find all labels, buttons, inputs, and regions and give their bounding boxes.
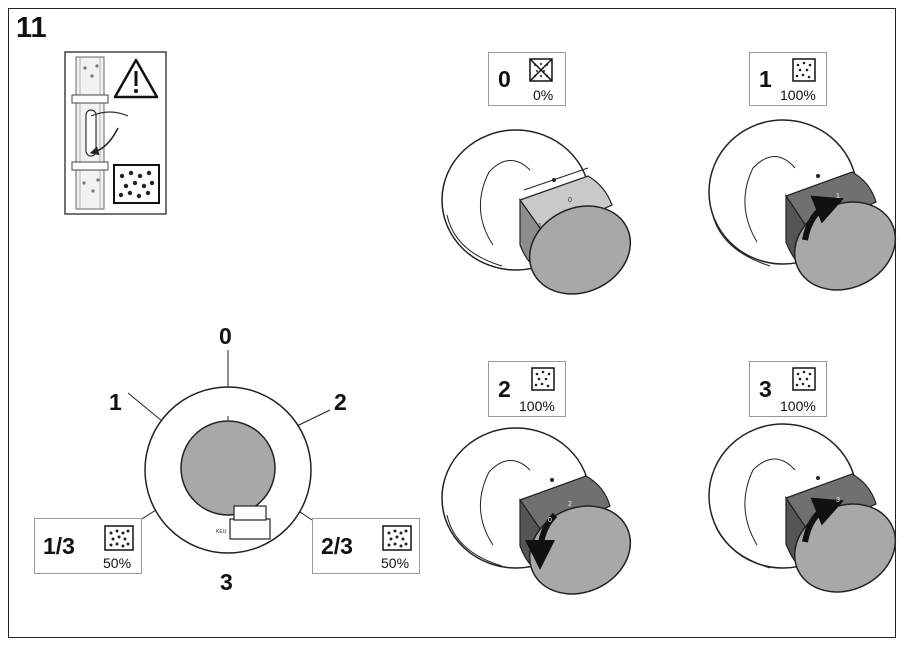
position-label: 3 <box>759 376 772 402</box>
dial-label-0: 0 <box>219 323 232 349</box>
wall-pipe-illustration <box>71 56 129 210</box>
position-label: 0 <box>498 66 511 92</box>
spray-icon <box>382 525 412 551</box>
knob-mark: 0 <box>548 517 552 524</box>
figure-number: 11 <box>16 12 47 44</box>
position-box-1: 1 100% <box>749 52 827 106</box>
knob-position-2: 2 0 <box>441 427 632 595</box>
position-box-3: 3 100% <box>749 361 827 417</box>
spray-icon <box>531 367 555 391</box>
dial-label-2: 2 <box>334 389 347 415</box>
knob-mark: 0 <box>568 197 572 204</box>
warning-icon <box>113 58 159 99</box>
figure-frame <box>8 8 896 638</box>
dial-label-1: 1 <box>109 389 122 415</box>
position-box-0: 0 0% <box>488 52 566 106</box>
position-box-2-3: 2/3 50% <box>312 518 420 574</box>
position-label: 1 <box>759 66 772 92</box>
brand-mark: KEU <box>216 529 227 535</box>
percent-label: 0% <box>533 87 554 103</box>
knob-mark: 2 <box>568 501 572 508</box>
knob-position-3: 3 <box>708 423 897 593</box>
knob-mark: 1 <box>538 223 542 230</box>
knob-position-0: 0 1 <box>441 129 632 295</box>
position-label: 2 <box>498 376 511 402</box>
spray-icon <box>104 525 134 551</box>
knob-position-1: 1 <box>708 119 897 291</box>
inset-spray-icon <box>113 164 160 204</box>
spray-off-icon <box>529 58 553 82</box>
knob-mark: 3 <box>836 497 840 504</box>
percent-label: 50% <box>103 555 132 571</box>
percent-label: 100% <box>780 87 816 103</box>
spray-icon <box>792 58 816 82</box>
dial-knob <box>180 420 276 516</box>
dial-label-3: 3 <box>220 569 233 595</box>
knob-mark: 1 <box>836 193 840 200</box>
position-box-1-3: 1/3 50% <box>34 518 142 574</box>
position-label: 2/3 <box>321 533 353 559</box>
percent-label: 50% <box>381 555 410 571</box>
position-box-2: 2 100% <box>488 361 566 417</box>
position-label: 1/3 <box>43 533 75 559</box>
percent-label: 100% <box>519 398 555 414</box>
spray-icon <box>792 367 816 391</box>
percent-label: 100% <box>780 398 816 414</box>
